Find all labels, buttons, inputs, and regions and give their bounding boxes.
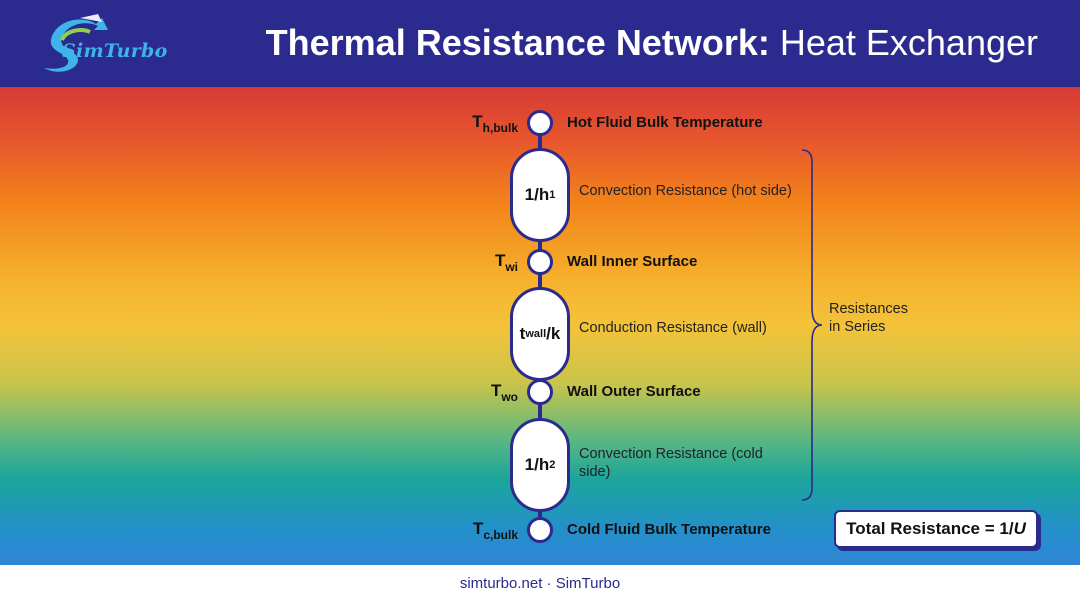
- node-label-wall-inner: Wall Inner Surface: [567, 253, 698, 270]
- series-label-line1: Resistances: [829, 301, 908, 317]
- series-brace-icon: [801, 149, 823, 501]
- series-label-line2: in Series: [829, 319, 886, 335]
- temp-label-hot-bulk: Th,bulk: [428, 112, 518, 135]
- resistor-subscript: wall: [525, 328, 547, 340]
- node-cold-bulk: [527, 517, 553, 543]
- page-title: Thermal Resistance Network: Heat Exchang…: [266, 22, 1038, 64]
- resistor-label-hot: Convection Resistance (hot side): [579, 183, 792, 199]
- temp-symbol: T: [472, 112, 483, 131]
- title-bold: Thermal Resistance Network:: [265, 22, 770, 63]
- temp-label-wall-outer: Two: [428, 381, 518, 404]
- temp-symbol: T: [490, 381, 502, 400]
- header-bar: SimTurbo Thermal Resistance Network: Hea…: [0, 0, 1080, 87]
- temp-subscript: c,bulk: [483, 528, 518, 542]
- title-rest: Heat Exchanger: [769, 22, 1038, 63]
- node-label-wall-outer: Wall Outer Surface: [567, 383, 701, 400]
- total-resistance-box: Total Resistance = 1/U: [834, 510, 1038, 548]
- temp-subscript: wi: [505, 260, 518, 274]
- resistor-label-wall: Conduction Resistance (wall): [579, 320, 767, 336]
- total-resistance-text: Total Resistance = 1/: [846, 519, 1014, 538]
- temp-symbol: T: [494, 251, 506, 270]
- total-resistance-var: U: [1013, 519, 1026, 538]
- resistor-label-cold: Convection Resistance (cold side): [579, 446, 763, 480]
- simturbo-logo-icon: [44, 14, 108, 72]
- resistor-post: /k: [546, 324, 561, 343]
- node-label-hot-bulk: Hot Fluid Bulk Temperature: [567, 114, 763, 131]
- temp-label-cold-bulk: Tc,bulk: [428, 519, 518, 542]
- temp-subscript: h,bulk: [482, 121, 518, 135]
- resistor-text: t: [519, 324, 526, 343]
- node-wall-inner: [527, 249, 553, 275]
- node-label-cold-bulk: Cold Fluid Bulk Temperature: [567, 521, 771, 538]
- footer: simturbo.net · SimTurbo: [0, 565, 1080, 603]
- series-brace-label: Resistances in Series: [829, 300, 908, 336]
- resistor-subscript: 1: [549, 189, 556, 201]
- node-hot-bulk: [527, 110, 553, 136]
- node-wall-outer: [527, 379, 553, 405]
- resistor-text: 1/h: [524, 185, 550, 204]
- logo-text: SimTurbo: [62, 40, 168, 62]
- footer-text: simturbo.net · SimTurbo: [459, 575, 621, 592]
- temp-label-wall-inner: Twi: [428, 251, 518, 274]
- resistor-text: 1/h: [524, 455, 550, 474]
- resistor-subscript: 2: [549, 459, 556, 471]
- temp-subscript: wo: [501, 390, 518, 404]
- temp-symbol: T: [472, 519, 484, 538]
